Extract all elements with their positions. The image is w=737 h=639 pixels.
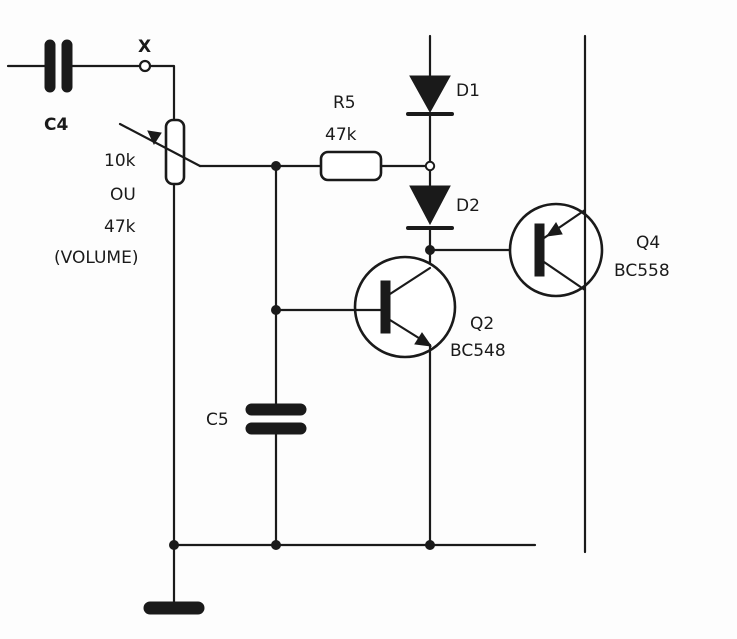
- node-r5-diodes: [424, 160, 436, 172]
- label-x: X: [138, 37, 151, 57]
- label-c5: C5: [206, 410, 229, 430]
- label-r5-value: 47k: [325, 125, 357, 145]
- label-q4: Q4: [636, 233, 660, 253]
- label-d1: D1: [456, 81, 480, 101]
- label-pot-or: OU: [110, 185, 136, 205]
- transistor-q4: [508, 202, 604, 298]
- test-point-x: [138, 59, 152, 73]
- label-q2-type: BC548: [450, 341, 506, 361]
- transistor-q2: [353, 255, 457, 359]
- label-pot-value-2: 47k: [104, 217, 136, 237]
- node-q2-base: [271, 305, 281, 315]
- node-ground-pot: [169, 540, 179, 550]
- c4-to-x-wire: [70, 64, 176, 122]
- ground-rail-wire: [172, 543, 537, 605]
- resistor-r5: [319, 150, 383, 182]
- label-d2: D2: [456, 196, 480, 216]
- label-c4: C4: [44, 115, 68, 135]
- node-wiper: [271, 161, 281, 171]
- node-ground-q2: [425, 540, 435, 550]
- ground-symbol: [143, 601, 205, 615]
- label-r5: R5: [333, 93, 356, 113]
- diode-d1: [406, 75, 454, 116]
- capacitor-c4: [44, 39, 73, 93]
- label-pot-name: (VOLUME): [54, 248, 138, 268]
- volume-potentiometer: [118, 118, 202, 186]
- capacitor-c5: [245, 403, 307, 435]
- label-pot-value-1: 10k: [104, 151, 136, 171]
- label-q4-type: BC558: [614, 261, 670, 281]
- label-q2: Q2: [470, 314, 494, 334]
- diode-d2: [406, 185, 454, 230]
- node-ground-c5: [271, 540, 281, 550]
